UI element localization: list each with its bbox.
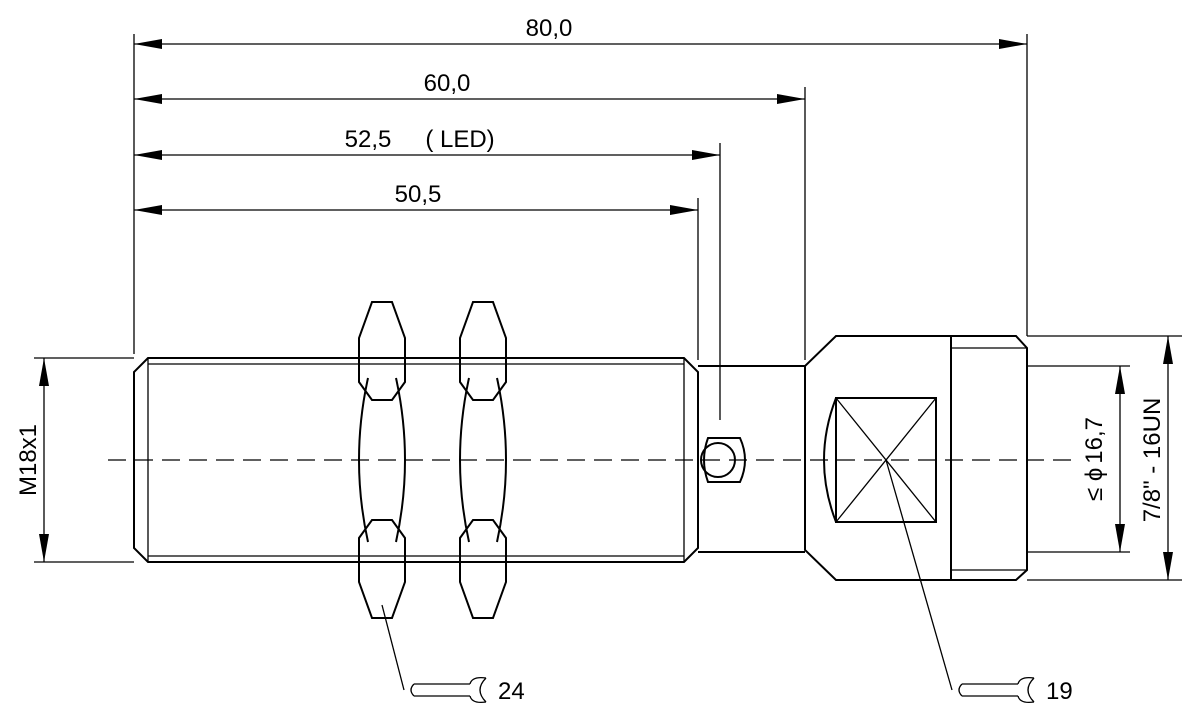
- wrench-size-nut: 24: [498, 678, 525, 705]
- body-neck: [698, 365, 805, 553]
- dim-led-position: 52,5 ( LED): [134, 126, 720, 160]
- dim-led-position-label: 52,5: [345, 126, 392, 153]
- dim-thread-diameter-label: M18x1: [15, 424, 42, 496]
- dim-overall-length-label: 80,0: [526, 15, 573, 42]
- extension-lines: [34, 34, 1182, 581]
- svg-text:≤ ϕ16,7: ≤ ϕ 16,7: [1081, 417, 1108, 501]
- dim-connector-thread: 7/8" - 16UN: [1139, 336, 1173, 580]
- dim-length-to-connector-label: 60,0: [424, 70, 471, 97]
- dim-thread-length: 50,5: [134, 181, 698, 215]
- dim-length-to-connector: 60,0: [134, 70, 805, 104]
- wrench-icon: [410, 676, 487, 704]
- connector-head: [804, 335, 1028, 581]
- dim-thread-length-label: 50,5: [395, 181, 442, 208]
- dim-overall-length: 80,0: [134, 15, 1027, 49]
- dim-connector-diameter-label: 16,7: [1081, 417, 1108, 464]
- dim-thread-diameter: M18x1: [15, 358, 49, 562]
- wrench-size-connector: 19: [1046, 678, 1073, 705]
- dim-connector-thread-label: 7/8" - 16UN: [1139, 398, 1166, 523]
- dim-connector-diameter-prefix: ≤ ϕ: [1081, 468, 1108, 501]
- wrench-24: 24: [410, 676, 525, 705]
- wrench-icon: [958, 676, 1035, 704]
- wrench-19: 19: [958, 676, 1073, 705]
- dim-led-label: ( LED): [425, 126, 494, 153]
- dim-connector-diameter: ≤ ϕ 16,7: [1081, 366, 1125, 552]
- hex-nut-1: [358, 301, 406, 619]
- leader-lines: [381, 459, 953, 691]
